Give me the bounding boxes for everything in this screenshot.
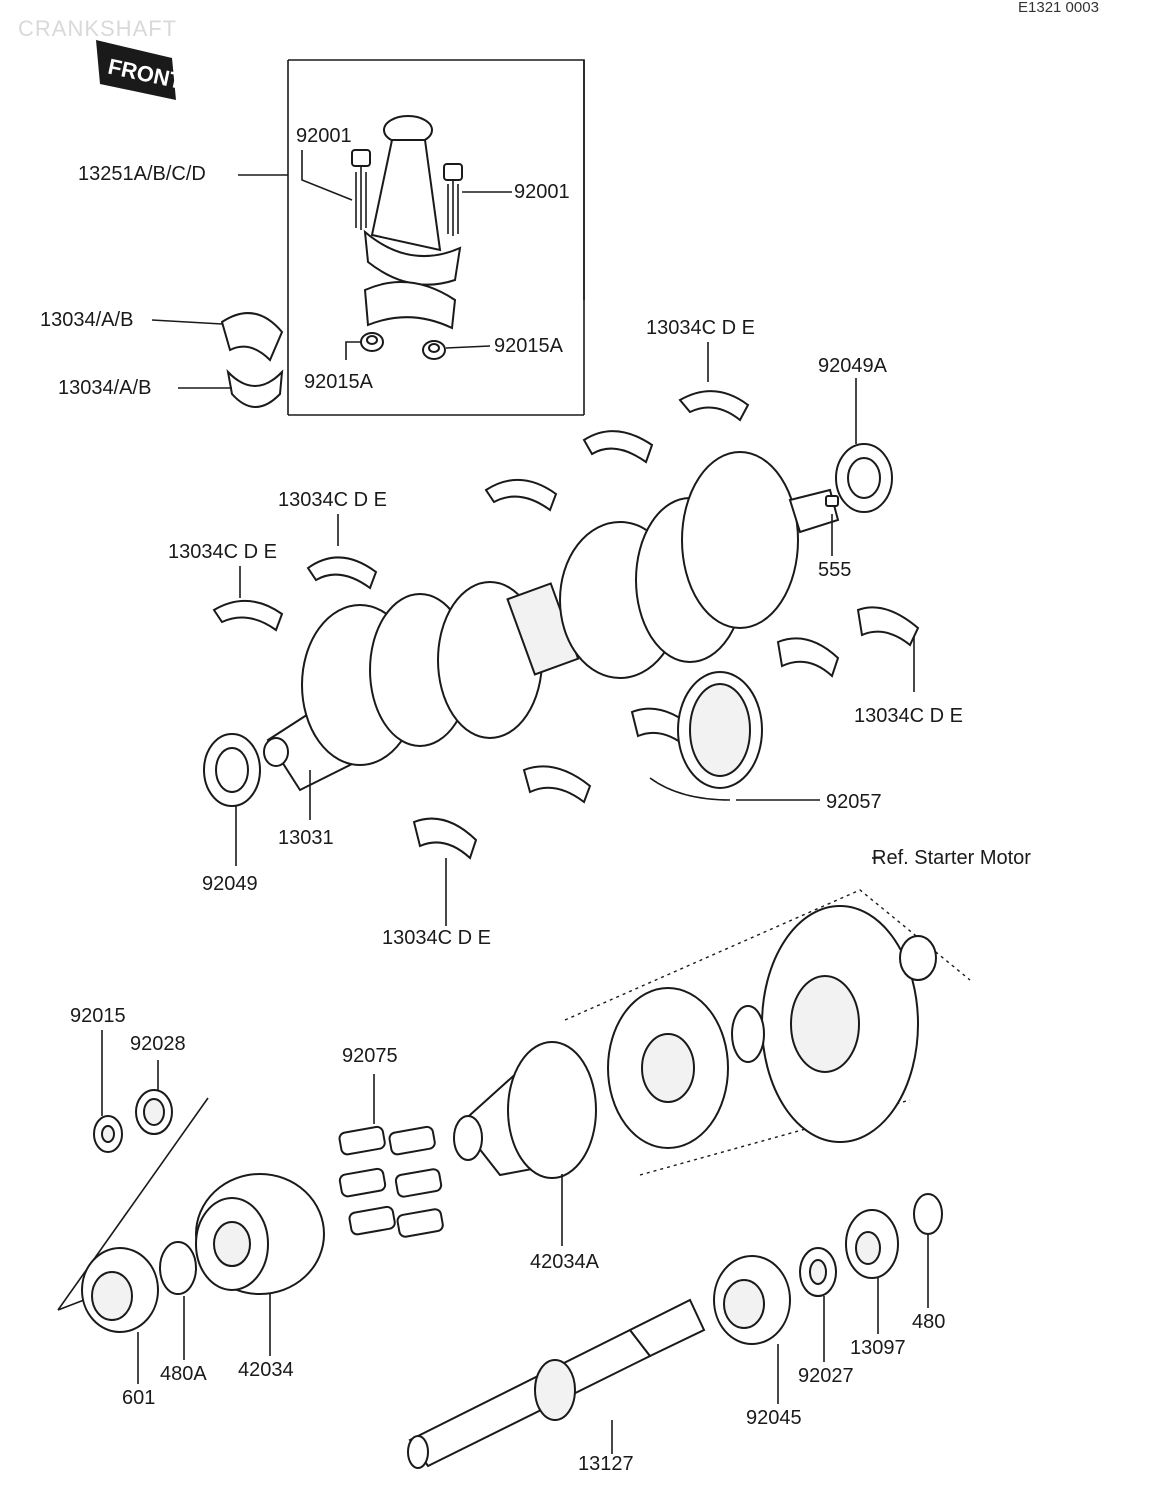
seal-92049a — [835, 443, 893, 513]
callout-92001-right: 92001 — [514, 181, 570, 203]
nut-92015a-left — [360, 332, 384, 352]
shaft-13127 — [407, 1298, 706, 1469]
bearing-92045 — [713, 1255, 791, 1345]
circlip-480 — [913, 1193, 943, 1235]
callout-13034cde-mid: 13034C D E — [278, 489, 387, 511]
leader-lines — [101, 150, 929, 1454]
sprocket-13097 — [845, 1209, 899, 1279]
bearing-13034ab-lower — [226, 368, 284, 408]
callout-601: 601 — [122, 1387, 156, 1409]
callout-13034cde-bottom: 13034C D E — [382, 927, 491, 949]
circlip-480a — [159, 1241, 197, 1295]
callout-92075: 92075 — [342, 1045, 398, 1067]
callout-13034ab-upper: 13034/A/B — [40, 309, 134, 331]
callout-13034cde-right: 13034C D E — [854, 705, 963, 727]
callout-92015a-left: 92015A — [304, 371, 373, 393]
main-bearings-13034cde — [212, 390, 920, 860]
connecting-rod — [363, 115, 462, 330]
callout-92049: 92049 — [202, 873, 258, 895]
callout-13034cde-top: 13034C D E — [646, 317, 755, 339]
callout-13031: 13031 — [278, 827, 334, 849]
callout-13034ab-lower: 13034/A/B — [58, 377, 152, 399]
front-badge: FRONT — [96, 40, 186, 100]
callout-42034: 42034 — [238, 1359, 294, 1381]
connecting-rod-frame — [287, 59, 585, 416]
bolt-92001-right — [443, 163, 463, 236]
callout-starter-ref: Ref. Starter Motor — [872, 847, 1031, 869]
cam-chain-92057 — [649, 671, 763, 801]
diagram-title: CRANKSHAFT — [18, 16, 178, 41]
callout-92045: 92045 — [746, 1407, 802, 1429]
collar-92027 — [799, 1247, 837, 1297]
bearing-601 — [81, 1247, 159, 1333]
callout-13034cde-left: 13034C D E — [168, 541, 277, 563]
callout-13251: 13251A/B/C/D — [78, 163, 206, 185]
nut-92015 — [93, 1115, 123, 1153]
diagram-code: E1321 0003 — [1018, 0, 1099, 16]
callout-92049a: 92049A — [818, 355, 887, 377]
bearing-13034ab-upper — [220, 312, 284, 362]
rollers-92075 — [338, 1125, 444, 1238]
callout-13127: 13127 — [578, 1453, 634, 1475]
callout-480: 480 — [912, 1311, 946, 1333]
callout-92028: 92028 — [130, 1033, 186, 1055]
gear-hub-42034a — [453, 1041, 597, 1179]
callout-92027: 92027 — [798, 1365, 854, 1387]
starter-clutch — [607, 987, 729, 1149]
callout-42034a: 42034A — [530, 1251, 599, 1273]
callout-92015a-right: 92015A — [494, 335, 563, 357]
crankshaft-13031 — [263, 451, 840, 792]
callout-480a: 480A — [160, 1363, 207, 1385]
callout-555: 555 — [818, 559, 852, 581]
callout-92057: 92057 — [826, 791, 882, 813]
collar-92028 — [135, 1089, 173, 1135]
starter-sprocket — [731, 905, 937, 1143]
gear-42034 — [195, 1173, 325, 1295]
seal-92049 — [203, 733, 261, 807]
callout-92001-left: 92001 — [296, 125, 352, 147]
pin-555 — [825, 495, 839, 507]
bolt-92001-left — [351, 149, 371, 230]
callout-13097: 13097 — [850, 1337, 906, 1359]
nut-92015a-right — [422, 340, 446, 360]
callout-92015: 92015 — [70, 1005, 126, 1027]
